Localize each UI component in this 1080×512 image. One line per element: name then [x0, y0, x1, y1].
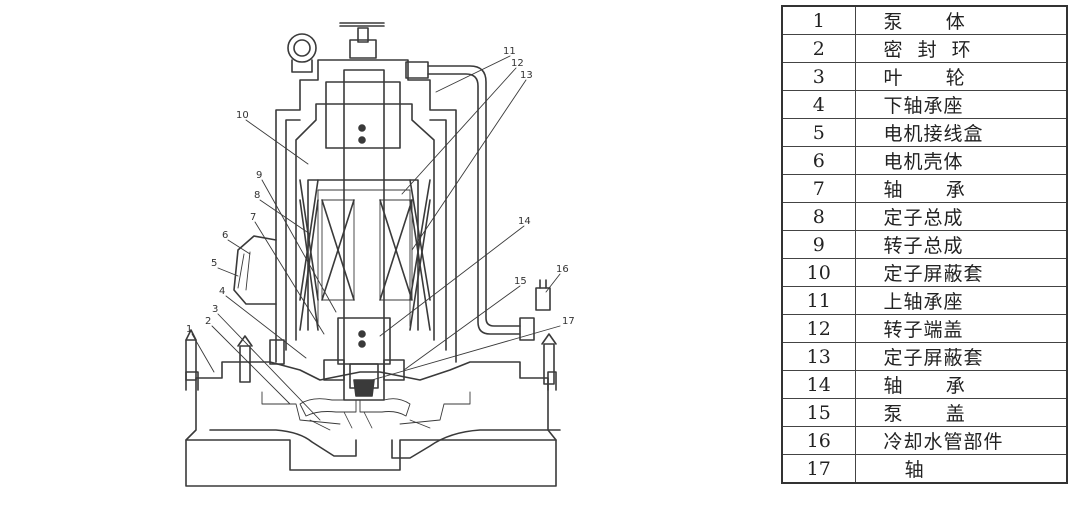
legend-part-name: 定子总成 — [854, 202, 1068, 231]
legend-part-name: 轴 承 — [854, 370, 1068, 399]
callout-1: 1 — [186, 324, 192, 335]
legend-part-name: 电机接线盒 — [854, 118, 1068, 147]
pump-body — [185, 361, 561, 487]
callout-8: 8 — [254, 190, 260, 201]
callout-numbers: 1 2 3 4 5 6 7 8 9 10 11 12 13 14 15 16 1… — [186, 46, 575, 335]
legend-part-number: 3 — [781, 62, 856, 91]
callout-16: 16 — [556, 264, 569, 275]
legend-part-number: 17 — [781, 454, 856, 484]
callout-12: 12 — [511, 58, 524, 69]
callout-2: 2 — [205, 316, 211, 327]
callout-3: 3 — [212, 304, 218, 315]
legend-part-number: 15 — [781, 398, 856, 427]
flange-bolts — [185, 329, 557, 385]
pump-cross-section-drawing: 1 2 3 4 5 6 7 8 9 10 11 12 13 14 15 16 1… — [185, 22, 575, 487]
legend-part-number: 2 — [781, 34, 856, 63]
legend-part-number: 1 — [781, 5, 856, 35]
legend-part-name: 泵 体 — [854, 5, 1068, 35]
callout-7: 7 — [250, 212, 256, 223]
legend-part-number: 14 — [781, 370, 856, 399]
legend-part-name: 轴 承 — [854, 174, 1068, 203]
legend-part-number: 5 — [781, 118, 856, 147]
legend-part-number: 4 — [781, 90, 856, 119]
legend-row: 17 轴 — [781, 454, 1068, 484]
legend-part-number: 8 — [781, 202, 856, 231]
legend-part-number: 13 — [781, 342, 856, 371]
legend-part-name: 电机壳体 — [854, 146, 1068, 175]
legend-part-number: 7 — [781, 174, 856, 203]
top-valve — [287, 22, 429, 79]
callout-10: 10 — [236, 110, 249, 121]
legend-part-number: 12 — [781, 314, 856, 343]
callout-9: 9 — [256, 170, 262, 181]
legend-part-name: 转子总成 — [854, 230, 1068, 259]
legend-part-number: 16 — [781, 426, 856, 455]
callout-6: 6 — [222, 230, 228, 241]
legend-part-number: 9 — [781, 230, 856, 259]
legend-part-number: 6 — [781, 146, 856, 175]
legend-part-name: 转子端盖 — [854, 314, 1068, 343]
legend-part-name: 定子屏蔽套 — [854, 258, 1068, 287]
callout-5: 5 — [211, 258, 217, 269]
callout-leaders — [191, 55, 561, 421]
callout-11: 11 — [503, 46, 516, 57]
callout-13: 13 — [520, 70, 533, 81]
legend-part-number: 11 — [781, 286, 856, 315]
legend-part-number: 10 — [781, 258, 856, 287]
callout-4: 4 — [219, 286, 225, 297]
legend-part-name: 冷却水管部件 — [854, 426, 1068, 455]
legend-part-name: 定子屏蔽套 — [854, 342, 1068, 371]
legend-part-name: 下轴承座 — [854, 90, 1068, 119]
junction-box — [233, 235, 277, 305]
motor-housing — [275, 59, 457, 401]
legend-part-name: 叶 轮 — [854, 62, 1068, 91]
legend-part-name: 轴 — [854, 454, 1068, 484]
callout-15: 15 — [514, 276, 527, 287]
legend-part-name: 密 封 环 — [854, 34, 1068, 63]
legend-part-name: 泵 盖 — [854, 398, 1068, 427]
callout-14: 14 — [518, 216, 531, 227]
legend-part-name: 上轴承座 — [854, 286, 1068, 315]
callout-17: 17 — [562, 316, 575, 327]
